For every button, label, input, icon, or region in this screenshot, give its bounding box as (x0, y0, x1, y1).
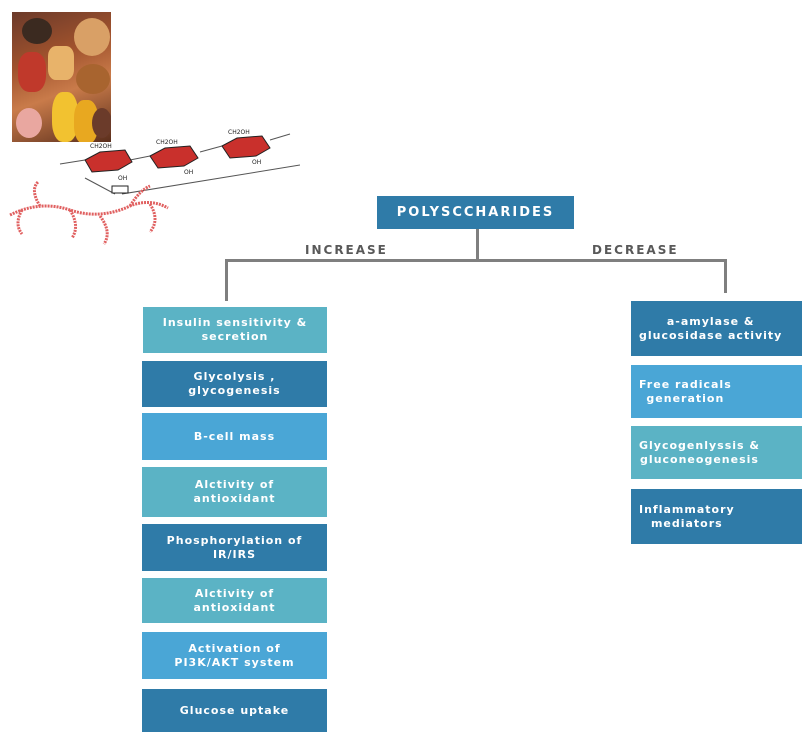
increase-item: Glycolysis , glycogenesis (142, 361, 327, 407)
svg-text:CH2OH: CH2OH (156, 139, 178, 146)
increase-item: Alctivity of antioxidant (142, 467, 327, 517)
decrease-item: Glycogenlyssis & gluconeogenesis (631, 426, 802, 479)
svg-text:OH: OH (252, 159, 261, 166)
title-box: POLYSCCHARIDES (377, 196, 574, 229)
decrease-label: DECREASE (592, 243, 679, 257)
left-drop-line (225, 259, 228, 301)
increase-item: Alctivity of antioxidant (142, 578, 327, 623)
right-drop-line (724, 259, 727, 293)
food-photo (12, 12, 111, 142)
decrease-item: Free radicals generation (631, 365, 802, 418)
svg-text:OH: OH (184, 169, 193, 176)
increase-item: Glucose uptake (142, 689, 327, 732)
stem-line (476, 229, 479, 260)
molecule-illustration: CH2OH CH2OH CH2OH OH OH OH (9, 129, 300, 245)
branch-line (225, 259, 727, 262)
decrease-item: Inflammatory mediators (631, 489, 802, 544)
svg-text:OH: OH (118, 175, 127, 182)
svg-text:CH2OH: CH2OH (90, 143, 112, 150)
increase-item: Activation of PI3K/AKT system (142, 632, 327, 679)
increase-item: Phosphorylation of IR/IRS (142, 524, 327, 571)
increase-item: Insulin sensitivity & secretion (143, 307, 327, 353)
increase-label: INCREASE (305, 243, 388, 257)
svg-text:CH2OH: CH2OH (228, 129, 250, 136)
decrease-item: a-amylase & glucosidase activity (631, 301, 802, 356)
increase-item: B-cell mass (142, 413, 327, 460)
